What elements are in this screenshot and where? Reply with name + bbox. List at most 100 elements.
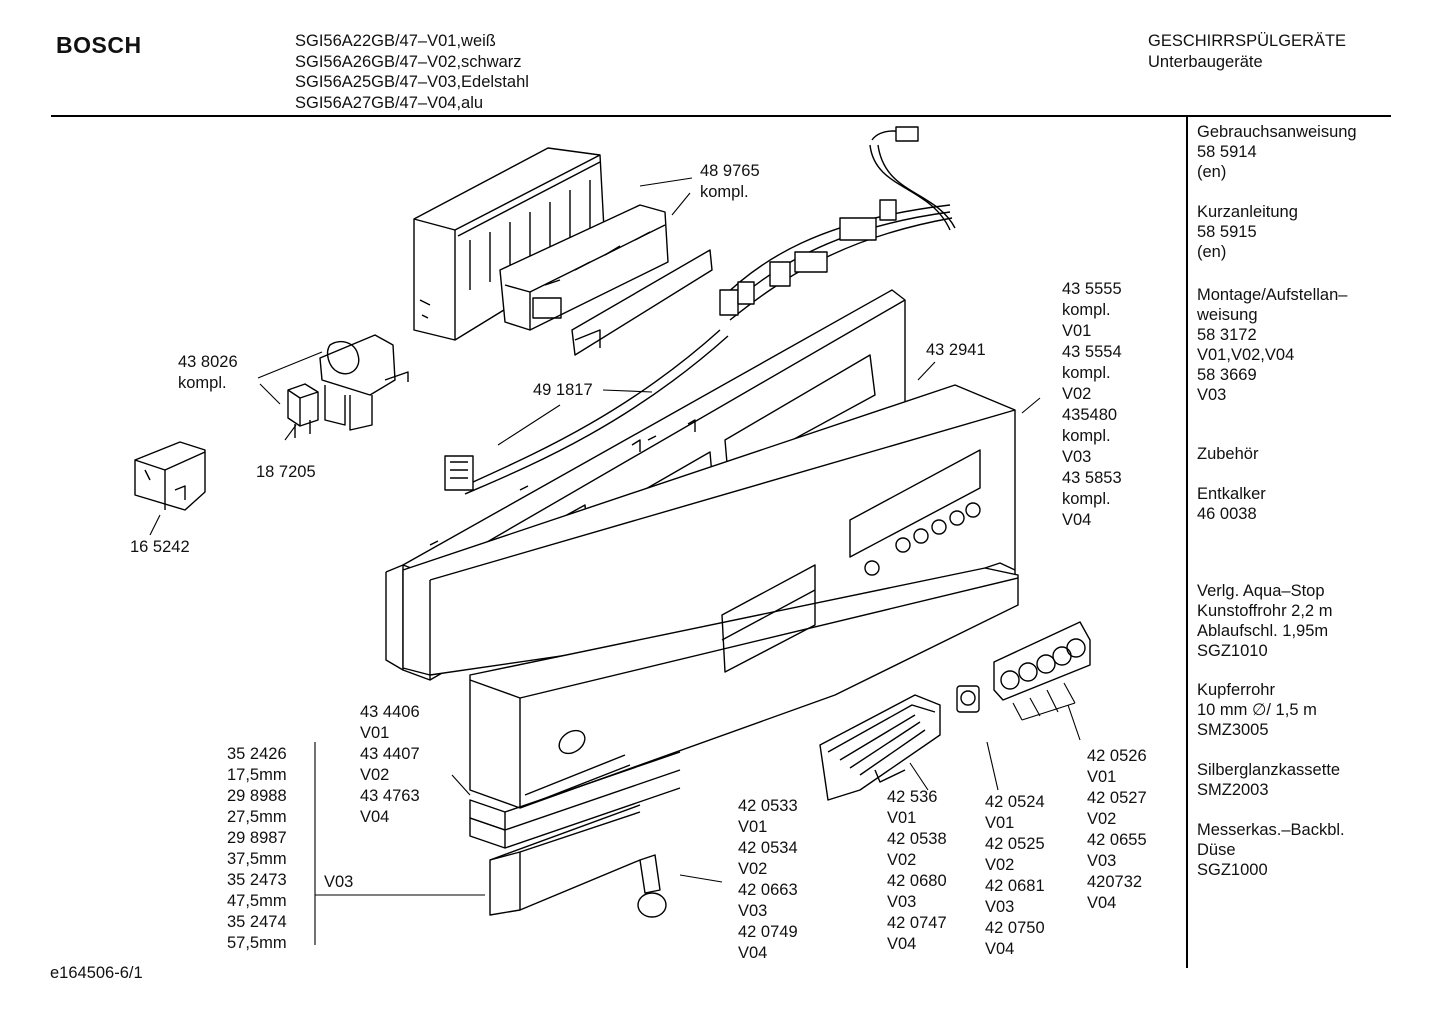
label-line: kompl. xyxy=(700,183,749,201)
category-title: GESCHIRRSPÜLGERÄTE xyxy=(1148,32,1347,50)
label-door-lock: 43 8026 kompl. xyxy=(178,352,238,394)
sidebar-line: 58 3669 xyxy=(1197,366,1257,384)
control-module xyxy=(413,147,669,341)
label-line: 49 1817 xyxy=(533,381,593,399)
label-line: 43 4406 xyxy=(360,703,420,721)
drawing-reference: e164506-6/1 xyxy=(50,964,143,982)
label-line: V03 xyxy=(324,873,354,891)
rotary-knob xyxy=(637,854,667,918)
sidebar-block-aquastop: Verlg. Aqua–Stop Kunstoffrohr 2,2 m Abla… xyxy=(1197,581,1332,661)
switch-block xyxy=(134,441,206,511)
label-line: 42 0681 xyxy=(985,877,1045,895)
label-line: V04 xyxy=(1062,511,1092,529)
sidebar-line: Kunstoffrohr 2,2 m xyxy=(1197,602,1333,620)
label-line: 42 0525 xyxy=(985,835,1045,853)
label-line: 43 5853 xyxy=(1062,469,1122,487)
label-line: 29 8988 xyxy=(227,787,287,805)
sidebar-block-accessories: Zubehör xyxy=(1197,444,1258,464)
label-line: V04 xyxy=(360,808,390,826)
label-push-buttons: 42 0526 V01 42 0527 V02 42 0655 V03 4207… xyxy=(1087,746,1147,914)
label-plinth-profile: 35 2426 17,5mm 29 8988 27,5mm 29 8987 37… xyxy=(227,744,287,954)
sidebar-line: V03 xyxy=(1197,386,1227,404)
sidebar-block-installation: Montage/Aufstellan– weisung 58 3172 V01,… xyxy=(1197,285,1347,405)
category-subtitle: Unterbaugeräte xyxy=(1148,52,1263,71)
label-line: 42 536 xyxy=(887,788,938,806)
label-line: V04 xyxy=(887,935,917,953)
label-line: 42 0680 xyxy=(887,872,947,890)
label-line: 43 4407 xyxy=(360,745,420,763)
label-line: 42 0526 xyxy=(1087,747,1147,765)
sidebar-line: weisung xyxy=(1197,306,1258,324)
label-line: V03 xyxy=(1087,852,1117,870)
model-list: SGI56A22GB/47–V01,weiß SGI56A26GB/47–V02… xyxy=(295,31,529,113)
label-line: 17,5mm xyxy=(227,766,287,784)
model-line: SGI56A27GB/47–V04,alu xyxy=(295,93,484,112)
sidebar-block-copperpipe: Kupferrohr 10 mm ∅/ 1,5 m SMZ3005 xyxy=(1197,680,1317,740)
sidebar-line: 58 5915 xyxy=(1197,223,1257,241)
label-line: V01 xyxy=(887,809,917,827)
sidebar-divider xyxy=(1186,116,1188,968)
sidebar-line: V01,V02,V04 xyxy=(1197,346,1295,364)
label-line: V02 xyxy=(1087,810,1117,828)
sidebar-line: Ablaufschl. 1,95m xyxy=(1197,622,1329,640)
label-line: V01 xyxy=(1087,768,1117,786)
label-frame: 43 2941 xyxy=(926,340,986,361)
label-line: V01 xyxy=(1062,322,1092,340)
label-line: 43 4763 xyxy=(360,787,420,805)
sidebar-block-knifebasket: Messerkas.–Backbl. Düse SGZ1000 xyxy=(1197,820,1345,880)
label-line: kompl. xyxy=(1062,301,1111,319)
sidebar-block-silverbasket: Silberglanzkassette SMZ2003 xyxy=(1197,760,1340,800)
sidebar-line: 46 0038 xyxy=(1197,505,1257,523)
light-guide-strip xyxy=(571,249,713,356)
label-line: V01 xyxy=(360,724,390,742)
label-line: 29 8987 xyxy=(227,829,287,847)
single-button xyxy=(956,685,980,713)
label-line: V02 xyxy=(985,856,1015,874)
sidebar-line: 58 5914 xyxy=(1197,143,1257,161)
label-line: V02 xyxy=(738,860,768,878)
label-line: 43 8026 xyxy=(178,353,238,371)
label-line: 42 0533 xyxy=(738,797,798,815)
label-line: kompl. xyxy=(1062,364,1111,382)
sidebar-block-quickguide: Kurzanleitung 58 5915 (en) xyxy=(1197,202,1298,262)
sidebar-line: Entkalker xyxy=(1197,485,1266,503)
sidebar-line: SMZ2003 xyxy=(1197,781,1269,799)
relay-component xyxy=(287,383,319,438)
sidebar-line: Düse xyxy=(1197,841,1236,859)
sidebar-line: Zubehör xyxy=(1197,445,1259,463)
sidebar-line: SGZ1010 xyxy=(1197,642,1268,660)
label-line: 42 0747 xyxy=(887,914,947,932)
label-line: 37,5mm xyxy=(227,850,287,868)
label-line: 42 0655 xyxy=(1087,831,1147,849)
label-line: 43 5555 xyxy=(1062,280,1122,298)
label-line: 27,5mm xyxy=(227,808,287,826)
sidebar-line: Montage/Aufstellan– xyxy=(1197,286,1348,304)
sidebar-line: Gebrauchsanweisung xyxy=(1197,123,1357,141)
sidebar-line: 58 3172 xyxy=(1197,326,1257,344)
label-line: 42 0749 xyxy=(738,923,798,941)
label-line: 57,5mm xyxy=(227,934,287,952)
brand-logo: BOSCH xyxy=(56,32,142,58)
label-line: V03 xyxy=(887,893,917,911)
label-line: 18 7205 xyxy=(256,463,316,481)
label-line: 35 2474 xyxy=(227,913,287,931)
label-line: V02 xyxy=(1062,385,1092,403)
leader-lines xyxy=(149,177,1081,945)
label-line: V02 xyxy=(360,766,390,784)
trim-strip xyxy=(469,751,681,849)
sidebar-line: Silberglanzkassette xyxy=(1197,761,1341,779)
label-line: kompl. xyxy=(178,374,227,392)
label-line: 16 5242 xyxy=(130,538,190,556)
label-line: V02 xyxy=(887,851,917,869)
door-lock-assembly xyxy=(319,334,409,431)
label-knob-cover: 42 536 V01 42 0538 V02 42 0680 V03 42 07… xyxy=(887,787,947,955)
label-line: 47,5mm xyxy=(227,892,287,910)
label-front-panel: 43 5555 kompl. V01 43 5554 kompl. V02 43… xyxy=(1062,279,1122,531)
sidebar-line: Verlg. Aqua–Stop xyxy=(1197,582,1325,600)
sidebar-line: (en) xyxy=(1197,243,1227,261)
label-line: kompl. xyxy=(1062,490,1111,508)
label-line: 42 0750 xyxy=(985,919,1045,937)
sidebar-line: Kupferrohr xyxy=(1197,681,1275,699)
label-line: 42 0534 xyxy=(738,839,798,857)
sidebar-line: 10 mm ∅/ 1,5 m xyxy=(1197,701,1317,719)
